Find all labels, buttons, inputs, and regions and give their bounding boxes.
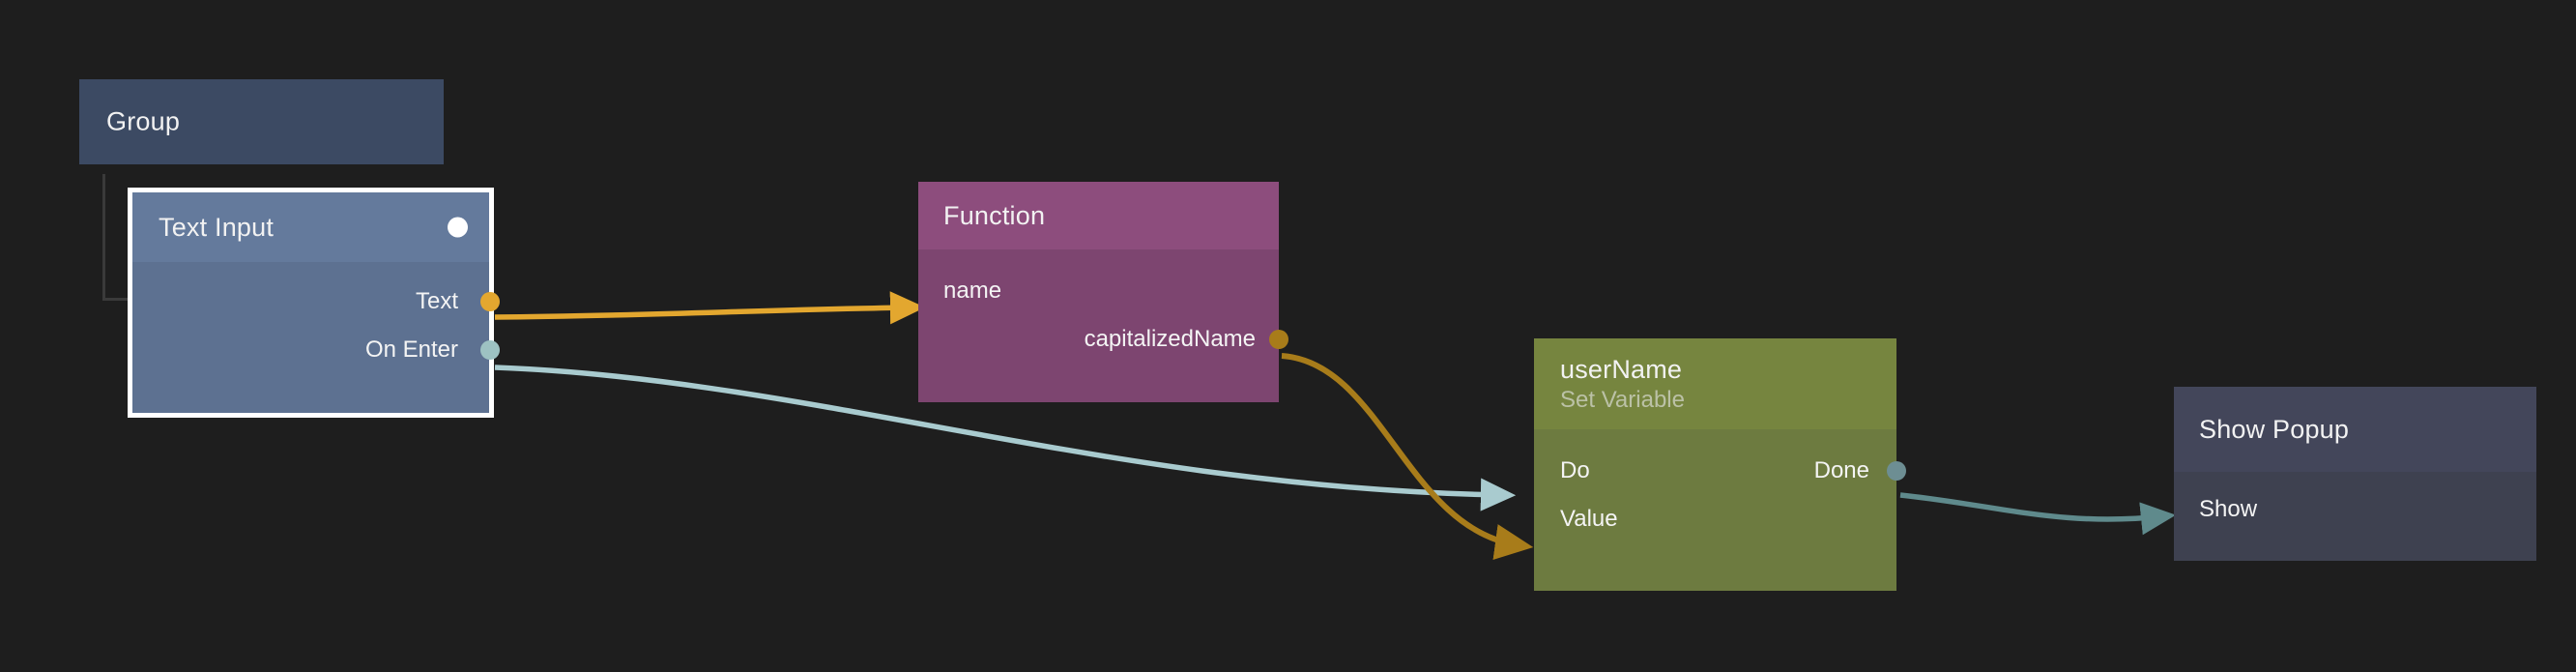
set-variable-node-body: Do Done Value xyxy=(1534,429,1906,543)
group-nesting-bracket xyxy=(102,174,105,301)
group-node-title: Group xyxy=(106,106,181,136)
group-node[interactable]: Group xyxy=(79,79,444,164)
input-port-row-name[interactable]: name xyxy=(918,267,1279,315)
set-variable-node-header[interactable]: userName Set Variable xyxy=(1534,338,1896,429)
text-input-node-title: Text Input xyxy=(159,212,275,242)
show-popup-node-title: Show Popup xyxy=(2199,414,2350,444)
output-port-row-capitalizedname[interactable]: capitalizedName xyxy=(918,315,1288,364)
text-input-node-inner: Text Input Text On Enter xyxy=(132,192,500,413)
output-port-label-done: Done xyxy=(1813,457,1869,483)
output-port-row-on-enter[interactable]: On Enter xyxy=(132,326,500,374)
edge-done-to-show xyxy=(1899,492,2177,536)
edge-capitalizedname-to-value xyxy=(1281,353,1534,560)
output-port-label-text: Text xyxy=(415,288,458,314)
set-variable-node[interactable]: userName Set Variable Do Done Value xyxy=(1534,338,1906,591)
input-port-row-value[interactable]: Value xyxy=(1534,495,1896,543)
text-input-node-header[interactable]: Text Input xyxy=(132,192,489,262)
set-variable-node-subtitle: Set Variable xyxy=(1560,386,1685,413)
input-port-row-show[interactable]: Show xyxy=(2174,485,2536,534)
collapse-dot-icon[interactable] xyxy=(448,217,468,238)
function-node-header[interactable]: Function xyxy=(918,182,1279,249)
output-port-dot-capitalizedname[interactable] xyxy=(1269,330,1288,349)
text-input-node-body: Text On Enter xyxy=(132,262,500,374)
show-popup-node-body: Show xyxy=(2174,472,2536,534)
edge-text-to-name xyxy=(494,291,926,325)
output-port-label-on-enter: On Enter xyxy=(364,336,458,363)
show-popup-node-header[interactable]: Show Popup xyxy=(2174,387,2536,472)
input-port-label-do: Do xyxy=(1560,457,1590,483)
set-variable-node-title: userName xyxy=(1560,354,1683,384)
function-node[interactable]: Function name capitalizedName xyxy=(918,182,1288,402)
output-port-dot-on-enter[interactable] xyxy=(480,340,500,360)
output-port-dot-done[interactable] xyxy=(1887,461,1906,481)
output-port-dot-text[interactable] xyxy=(480,292,500,311)
output-port-label-capitalizedname: capitalizedName xyxy=(1084,326,1256,352)
input-port-label-name: name xyxy=(943,278,1002,304)
input-port-label-show: Show xyxy=(2199,496,2258,522)
port-row-do-done[interactable]: Do Done xyxy=(1534,447,1906,495)
function-node-body: name capitalizedName xyxy=(918,249,1288,364)
group-nesting-bracket-foot xyxy=(102,298,130,301)
input-port-label-value: Value xyxy=(1560,506,1618,532)
function-node-title: Function xyxy=(943,200,1046,230)
output-port-row-text[interactable]: Text xyxy=(132,278,500,326)
text-input-node[interactable]: Text Input Text On Enter xyxy=(128,188,500,418)
show-popup-node[interactable]: Show Popup Show xyxy=(2174,387,2536,561)
